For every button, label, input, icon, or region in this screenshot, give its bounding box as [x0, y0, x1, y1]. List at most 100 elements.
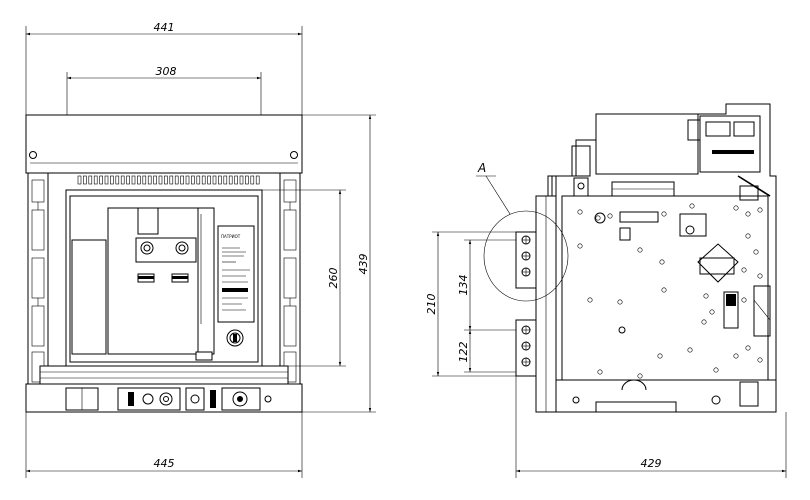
vent-slot: [158, 175, 163, 185]
side-plate-hole: [607, 213, 613, 219]
side-plate-hole: [577, 209, 583, 215]
side-plate-boss: [685, 225, 695, 235]
front-view: 441 308: [25, 21, 376, 478]
side-carriage: [555, 379, 777, 413]
padlock-icon: [232, 391, 248, 407]
side-plate-hole: [637, 373, 643, 379]
detail-callout-circle: [483, 210, 569, 302]
side-plate-hole: [577, 243, 583, 249]
racking-mechanism: [117, 387, 181, 411]
top-ventilation-slots: [77, 175, 260, 185]
vent-slot: [77, 175, 82, 185]
side-plate-hole: [595, 215, 601, 221]
side-plate-hole: [733, 353, 739, 359]
vent-slot: [110, 175, 114, 185]
callout-label-a: A: [477, 161, 486, 175]
dimension-terminal-lower: 122: [457, 330, 516, 373]
vent-slot: [104, 175, 109, 185]
vent-slot: [207, 175, 211, 185]
left-window: [71, 239, 107, 355]
secondary-connector-block: [699, 115, 761, 173]
dimension-label-308: 308: [156, 65, 177, 78]
key-lock-icon: [226, 329, 244, 347]
vent-slot: [153, 175, 157, 185]
side-plate-hole: [661, 211, 667, 217]
vent-slot: [137, 175, 141, 185]
dimension-terminal-upper: 134: [457, 239, 516, 331]
upper-terminal-block: [515, 231, 537, 289]
dimension-label-441: 441: [154, 21, 175, 34]
dimension-terminal-span: 210: [425, 231, 516, 377]
side-plate-hole: [757, 357, 763, 363]
side-plate-boss: [594, 212, 606, 224]
side-plate-hole: [745, 211, 751, 217]
cradle-right-frame: [279, 172, 301, 392]
dimension-height-total: 439: [302, 114, 376, 413]
vent-slot: [223, 175, 228, 185]
vent-slot: [83, 175, 87, 185]
vent-slot: [201, 175, 206, 185]
vent-slot: [164, 175, 168, 185]
dimension-label-445: 445: [154, 457, 175, 470]
racking-handle-socket-icon: [159, 392, 173, 406]
vent-slot: [88, 175, 93, 185]
side-plate-hole: [661, 287, 667, 293]
vent-slot: [234, 175, 238, 185]
side-plate-hole: [745, 345, 751, 351]
side-plate-hole: [597, 369, 603, 375]
vent-slot: [212, 175, 217, 185]
mounting-hole-left: [29, 151, 37, 159]
vent-slot: [191, 175, 195, 185]
dimension-label-122: 122: [457, 342, 470, 363]
side-plate-hole: [745, 233, 751, 239]
mechanism-cam: [697, 243, 739, 283]
side-plate-hole: [701, 319, 707, 325]
side-plate-hole: [637, 247, 643, 253]
side-plate-hole: [757, 207, 763, 213]
vent-slot: [147, 175, 152, 185]
vent-slot: [174, 175, 179, 185]
side-plate-hole: [713, 367, 719, 373]
vent-slot: [185, 175, 190, 185]
dimension-label-439: 439: [357, 254, 370, 275]
vent-slot: [245, 175, 249, 185]
vent-slot: [196, 175, 201, 185]
vent-slot: [115, 175, 120, 185]
side-plate-hole: [587, 297, 593, 303]
side-plate-hole: [687, 347, 693, 353]
vent-slot: [120, 175, 125, 185]
vent-slot: [250, 175, 255, 185]
dimension-depth: 429: [515, 376, 787, 478]
cradle-left-frame: [27, 172, 49, 392]
side-plate-hole: [659, 259, 665, 265]
side-plate-hole: [709, 309, 715, 315]
side-plate-holes: [577, 203, 763, 379]
side-plate-hole: [757, 273, 763, 279]
dimension-label-260: 260: [327, 268, 340, 289]
side-plate-hole: [657, 353, 663, 359]
side-plate-hole: [617, 299, 623, 305]
vent-slot: [228, 175, 233, 185]
mounting-hole-right: [290, 151, 298, 159]
open-button-icon: [175, 241, 189, 255]
vent-slot: [169, 175, 174, 185]
callout-leader: [485, 175, 511, 215]
lower-terminal-block: [515, 319, 537, 377]
side-plate-hole: [689, 203, 695, 209]
vent-slot: [126, 175, 130, 185]
rating-plate-text-lines: [222, 247, 250, 311]
padlock-block: [221, 387, 261, 411]
vent-slot: [218, 175, 222, 185]
dimension-overall-width-top: 441: [25, 21, 303, 115]
dimension-label-429: 429: [641, 457, 662, 470]
trip-unit-column: [197, 207, 215, 355]
side-plate-hole: [753, 249, 759, 255]
bottom-rail: [39, 365, 289, 385]
top-cover-plate: [25, 114, 303, 174]
position-indicator-slot: [723, 291, 739, 329]
vent-slot: [99, 175, 103, 185]
side-view: A 210 134 122 429: [425, 103, 787, 478]
side-plate-hole: [741, 297, 747, 303]
side-plate-hole: [733, 205, 739, 211]
